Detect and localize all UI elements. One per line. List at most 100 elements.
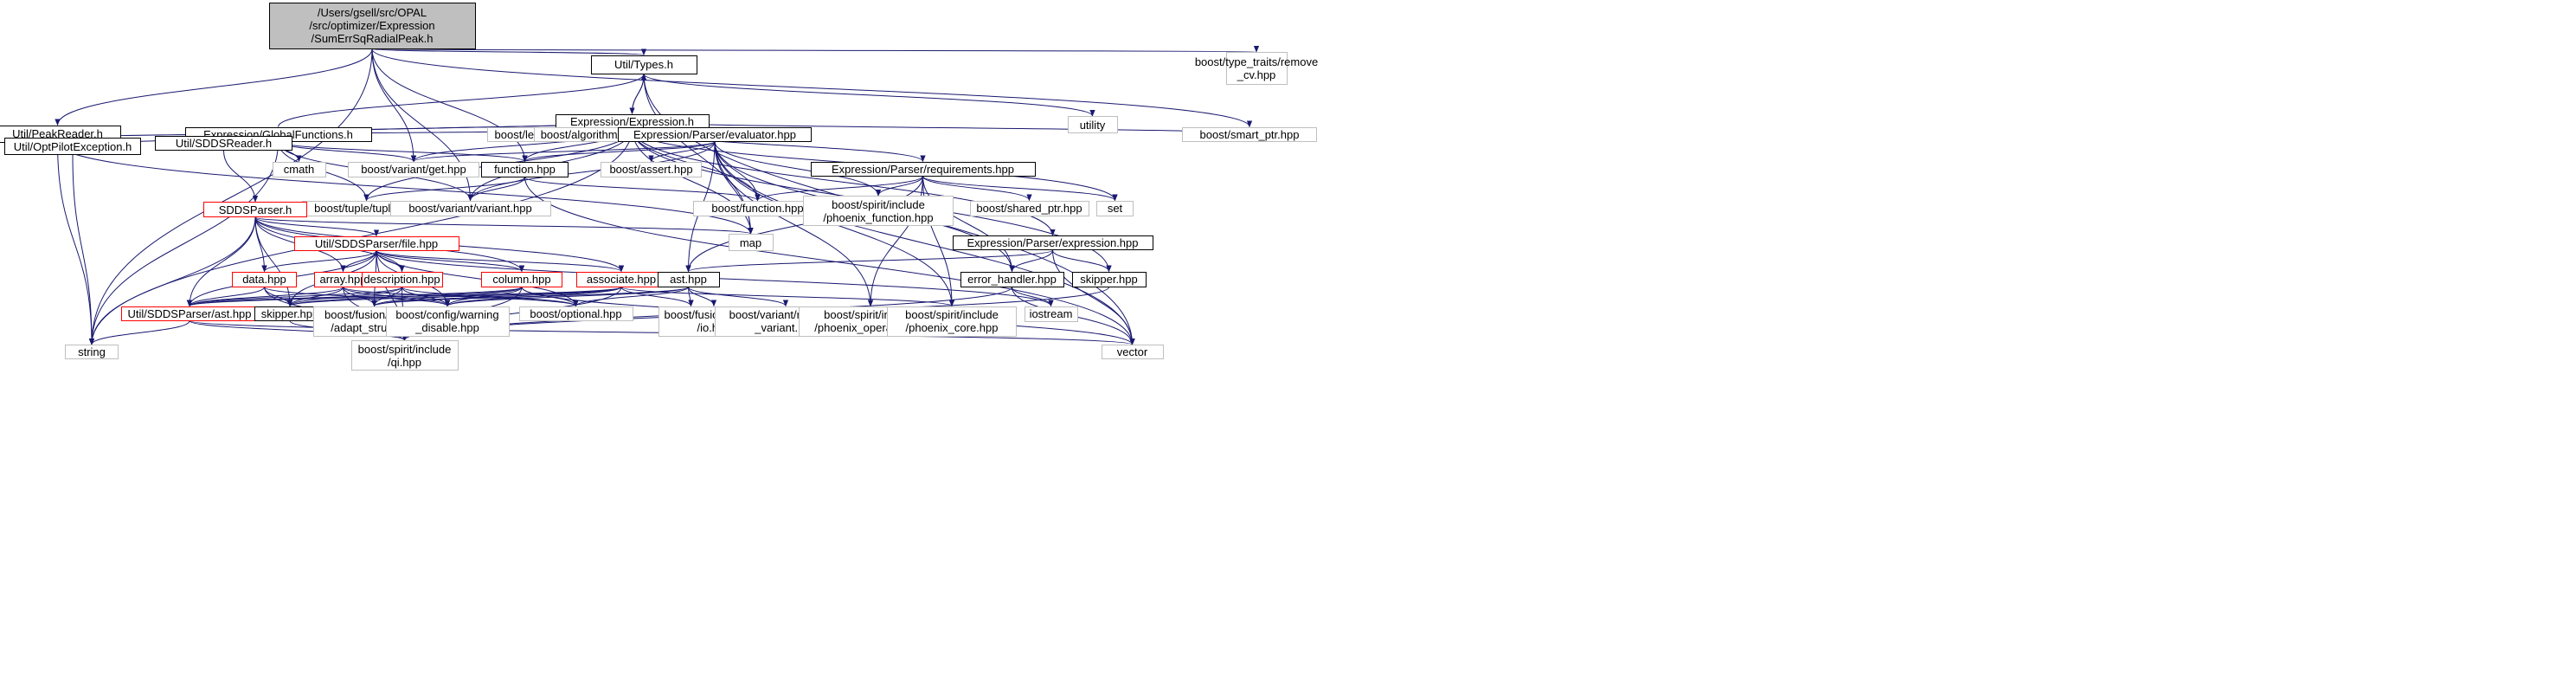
edge-evaluator-to-phoenix-function [714, 141, 882, 197]
node-iostream[interactable]: iostream [1024, 306, 1078, 322]
node-root[interactable]: /Users/gsell/src/OPAL /src/optimizer/Exp… [268, 2, 476, 49]
node-label: Util/SDDSReader.h [175, 137, 273, 150]
edge-ast-hpp-to-optional [573, 287, 689, 307]
node-shared-ptr[interactable]: boost/shared_ptr.hpp [969, 200, 1089, 216]
node-label: Expression/Parser/expression.hpp [967, 236, 1139, 249]
edge-associate-hpp-to-phoenix-core [620, 287, 954, 307]
node-warning-disable[interactable]: boost/config/warning _disable.hpp [385, 306, 510, 337]
edge-column-hpp-to-sdds-ast [187, 287, 523, 307]
node-label: /Users/gsell/src/OPAL /src/optimizer/Exp… [309, 6, 435, 45]
node-boost-assert[interactable]: boost/assert.hpp [601, 161, 702, 177]
node-label: error_handler.hpp [967, 273, 1057, 286]
edge-requirements-to-boost-function [755, 176, 923, 202]
node-data-hpp[interactable]: data.hpp [232, 271, 297, 287]
node-set[interactable]: set [1096, 200, 1134, 216]
node-sdds-file[interactable]: Util/SDDSParser/file.hpp [293, 235, 459, 251]
node-cmath[interactable]: cmath [272, 161, 326, 177]
edge-description-hpp-to-sdds-ast [186, 287, 402, 307]
node-label: boost/optional.hpp [530, 306, 622, 320]
node-optional[interactable]: boost/optional.hpp [518, 306, 633, 321]
edge-globalfunctions-to-util-types [278, 73, 647, 127]
node-associate-hpp[interactable]: associate.hpp [575, 271, 667, 287]
node-label: Expression/Expression.h [569, 114, 695, 128]
edge-expression-hpp-to-ast-hpp [685, 249, 1053, 273]
node-util-types[interactable]: Util/Types.h [590, 55, 697, 74]
node-label: boost/variant/get.hpp [361, 163, 466, 176]
edge-evaluator-to-vector [714, 141, 1135, 345]
edge-root-to-peakreader [55, 48, 373, 126]
edge-evaluator-to-boost-assert [648, 141, 716, 163]
node-label: boost/type_traits/remove _cv.hpp [1194, 55, 1319, 81]
node-smart-ptr[interactable]: boost/smart_ptr.hpp [1182, 126, 1317, 142]
node-string[interactable]: string [65, 345, 119, 359]
node-label: boost/shared_ptr.hpp [976, 202, 1082, 215]
edge-root-to-util-types [371, 48, 646, 56]
edge-expression-hpp-to-vector [1052, 249, 1135, 345]
node-utility[interactable]: utility [1067, 116, 1118, 133]
node-ast-hpp[interactable]: ast.hpp [657, 271, 720, 287]
node-label: iostream [1029, 307, 1073, 320]
node-label: Util/SDDSParser/file.hpp [314, 236, 439, 250]
edge-sddsreader-to-sddsparser [223, 150, 259, 203]
node-label: boost/spirit/include /phoenix_core.hpp [905, 308, 999, 334]
edge-ast-hpp-to-fusion-io [688, 287, 717, 307]
node-map[interactable]: map [728, 234, 774, 251]
node-boost-function[interactable]: boost/function.hpp [692, 200, 823, 216]
node-label: boost/spirit/include /phoenix_function.h… [823, 197, 934, 224]
node-sdds-ast[interactable]: Util/SDDSParser/ast.hpp [121, 306, 258, 321]
edge-requirements-to-phoenix-function [875, 176, 923, 197]
edge-sddsparser-to-sdds-file [254, 216, 380, 237]
node-array-hpp[interactable]: array.hpp [313, 271, 373, 287]
node-sddsparser[interactable]: SDDSParser.h [203, 202, 307, 217]
node-label: data.hpp [242, 273, 286, 286]
node-column-hpp[interactable]: column.hpp [481, 271, 562, 287]
edge-sdds-file-to-column-hpp [376, 250, 525, 273]
node-phoenix-core[interactable]: boost/spirit/include /phoenix_core.hpp [887, 306, 1017, 337]
node-qi[interactable]: boost/spirit/include /qi.hpp [350, 340, 459, 371]
node-skipper-left[interactable]: skipper.hpp [254, 306, 325, 321]
node-evaluator[interactable]: Expression/Parser/evaluator.hpp [618, 126, 812, 142]
node-vector[interactable]: vector [1101, 345, 1164, 359]
node-label: function.hpp [494, 163, 556, 176]
edge-ast-hpp-to-recursive-variant [688, 287, 789, 307]
node-requirements[interactable]: Expression/Parser/requirements.hpp [810, 161, 1036, 177]
edge-optpilotexception-to-string [72, 154, 95, 345]
node-error-handler[interactable]: error_handler.hpp [960, 271, 1064, 287]
edge-associate-hpp-to-sdds-ast [187, 287, 622, 307]
node-remove-cv[interactable]: boost/type_traits/remove _cv.hpp [1195, 52, 1318, 85]
node-variant-variant[interactable]: boost/variant/variant.hpp [389, 200, 551, 216]
node-label: Util/SDDSParser/ast.hpp [127, 306, 252, 320]
node-expression-hpp[interactable]: Expression/Parser/expression.hpp [952, 235, 1153, 250]
node-function-hpp[interactable]: function.hpp [481, 161, 569, 177]
node-label: array.hpp [319, 273, 367, 286]
node-label: skipper.hpp [260, 306, 319, 320]
edge-sdds-file-to-data-hpp [261, 250, 377, 273]
edge-util-types-to-utility [643, 74, 1095, 117]
edge-ast-hpp-to-adapt-struct [371, 287, 689, 307]
edge-evaluator-to-variant-get [411, 141, 716, 163]
node-phoenix-function[interactable]: boost/spirit/include /phoenix_function.h… [803, 196, 954, 226]
node-label: set [1107, 202, 1123, 215]
edge-function-hpp-to-tuple [363, 177, 525, 202]
node-label: Util/OptPilotException.h [13, 139, 132, 153]
node-variant-get[interactable]: boost/variant/get.hpp [348, 161, 479, 177]
node-label: boost/function.hpp [711, 202, 804, 215]
node-sddsreader[interactable]: Util/SDDSReader.h [155, 136, 292, 151]
edge-peakreader-to-map [57, 142, 754, 235]
node-label: string [78, 345, 106, 358]
node-optpilotexception[interactable]: Util/OptPilotException.h [4, 138, 141, 155]
node-label: Util/PeakReader.h [12, 127, 103, 140]
edge-associate-hpp-to-skipper-left [287, 287, 622, 307]
edge-function-hpp-to-variant-variant [467, 177, 525, 202]
edge-function-hpp-to-boost-function [524, 177, 761, 202]
edge-sddsparser-to-string [88, 216, 256, 345]
edge-sddsparser-to-skipper-left [254, 216, 293, 307]
edge-expression-hpp-to-error-handler [1009, 249, 1053, 273]
node-description-hpp[interactable]: description.hpp [361, 271, 443, 287]
node-label: ast.hpp [670, 273, 707, 286]
edge-expression-h-to-map [632, 128, 754, 235]
node-label: description.hpp [363, 273, 440, 286]
node-label: Expression/Parser/evaluator.hpp [633, 127, 796, 141]
node-skipper-right[interactable]: skipper.hpp [1071, 271, 1147, 287]
